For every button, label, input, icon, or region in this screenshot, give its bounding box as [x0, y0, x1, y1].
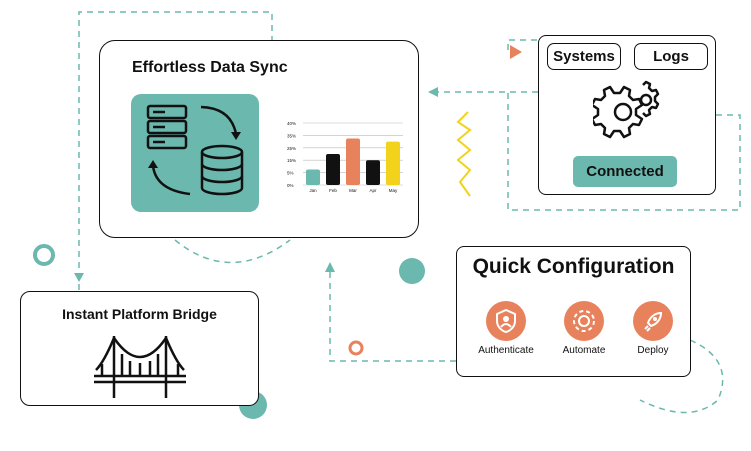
- automate-action[interactable]: Automate: [546, 301, 622, 356]
- connector-systems-loop: [507, 92, 741, 211]
- x-tick-label: Feb: [329, 188, 337, 193]
- automate-label: Automate: [562, 345, 606, 356]
- quick-configuration-title: Quick Configuration: [472, 255, 675, 278]
- data-sync-title: Effortless Data Sync: [132, 59, 288, 76]
- tab-systems[interactable]: Systems: [547, 43, 621, 70]
- arrowhead-bridge: [74, 273, 84, 282]
- bar-jan: [306, 169, 320, 185]
- systems-card: Systems Logs Connected: [538, 35, 716, 195]
- dash-right-small: [507, 39, 538, 50]
- authenticate-label: Authenticate: [478, 345, 534, 356]
- bar-apr: [366, 160, 380, 185]
- zigzag-decoration: [456, 111, 472, 197]
- rocket-icon: [633, 301, 673, 341]
- gears-icon: [593, 80, 660, 139]
- orange-ring: [348, 340, 364, 356]
- automation-gear-icon: [564, 301, 604, 341]
- shield-user-icon: [486, 301, 526, 341]
- connection-status-badge: Connected: [573, 156, 677, 187]
- y-tick-label: 40%: [287, 121, 296, 126]
- x-tick-label: Apr: [369, 188, 377, 193]
- bar-mar: [346, 138, 360, 185]
- y-tick-label: 35%: [287, 133, 296, 138]
- teal-dot-center: [399, 258, 425, 284]
- deploy-label: Deploy: [637, 345, 669, 356]
- x-tick-label: Mar: [349, 188, 357, 193]
- authenticate-action[interactable]: Authenticate: [468, 301, 544, 356]
- sync-illustration: [131, 94, 259, 212]
- tab-logs[interactable]: Logs: [634, 43, 708, 70]
- x-tick-label: Jan: [309, 188, 317, 193]
- connector-top-to-bridge: [78, 11, 273, 290]
- bar-chart: 0% 5% 15% 25% 35% 40% Jan Feb Mar Apr May: [287, 121, 403, 193]
- y-tick-label: 25%: [287, 146, 296, 151]
- deploy-action[interactable]: Deploy: [615, 301, 691, 356]
- arc-config-right: [639, 339, 724, 414]
- connector-config-to-sync: [329, 264, 456, 362]
- quick-configuration-card: Quick Configuration Authenticate Automat…: [456, 246, 691, 377]
- x-tick-label: May: [389, 188, 398, 193]
- platform-bridge-title: Instant Platform Bridge: [62, 306, 217, 322]
- arrowhead-config: [325, 262, 335, 272]
- bar-feb: [326, 154, 340, 185]
- bar-may: [386, 141, 400, 185]
- arc-under-sync: [174, 239, 291, 264]
- y-tick-label: 15%: [287, 158, 296, 163]
- bridge-icon: [94, 336, 186, 398]
- y-tick-label: 5%: [287, 171, 294, 176]
- server-database-sync-icon: [146, 104, 244, 196]
- arrowhead-systems: [428, 87, 438, 97]
- data-sync-card: Effortless Data Sync 0% 5% 15% 25% 35% 40% Jan…: [99, 40, 419, 238]
- y-tick-label: 0%: [287, 183, 294, 188]
- platform-bridge-card: Instant Platform Bridge: [20, 291, 259, 406]
- teal-ring: [33, 244, 55, 266]
- play-triangle-icon: [510, 45, 522, 59]
